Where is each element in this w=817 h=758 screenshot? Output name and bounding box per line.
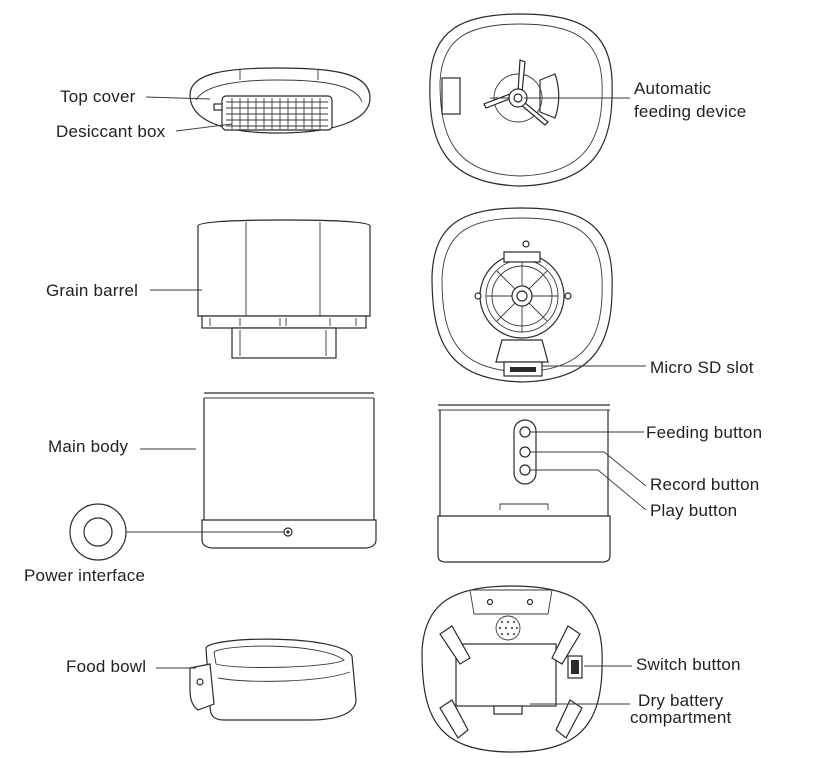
label-feeding-button: Feeding button (646, 423, 763, 442)
speaker-grille (499, 621, 518, 635)
feeding-button-icon (519, 426, 531, 438)
leader-play-button (530, 469, 647, 511)
back-body-illustration (437, 404, 611, 563)
label-dry-battery-2: compartment (630, 708, 732, 727)
label-switch-button: Switch button (636, 655, 741, 674)
label-record-button: Record button (650, 475, 760, 494)
label-dry-battery-1: Dry battery (638, 691, 724, 710)
feeding-device-illustration (429, 13, 613, 187)
label-power-interface: Power interface (24, 566, 146, 585)
main-body-illustration (201, 392, 377, 549)
power-interface-illustration (69, 503, 127, 561)
food-bowl-illustration (189, 638, 357, 721)
desiccant-grid (226, 98, 328, 129)
label-food-bowl: Food bowl (66, 657, 147, 676)
top-cover-illustration (189, 67, 371, 134)
play-button-icon (519, 464, 531, 476)
label-main-body: Main body (48, 437, 129, 456)
grain-barrel-illustration (197, 219, 371, 359)
label-automatic-feeding-device-1: Automatic (634, 79, 712, 98)
record-button-icon (519, 446, 531, 458)
bottom-view-illustration (421, 585, 603, 753)
label-desiccant-box: Desiccant box (56, 122, 166, 141)
label-automatic-feeding-device-2: feeding device (634, 102, 747, 121)
leader-desiccant-box (175, 123, 233, 132)
label-grain-barrel: Grain barrel (46, 281, 139, 300)
label-play-button: Play button (650, 501, 738, 520)
label-micro-sd-slot: Micro SD slot (650, 358, 754, 377)
leader-record-button (530, 451, 647, 487)
label-top-cover: Top cover (60, 87, 136, 106)
micro-sd-view-illustration (431, 207, 613, 383)
leader-top-cover (145, 96, 211, 100)
